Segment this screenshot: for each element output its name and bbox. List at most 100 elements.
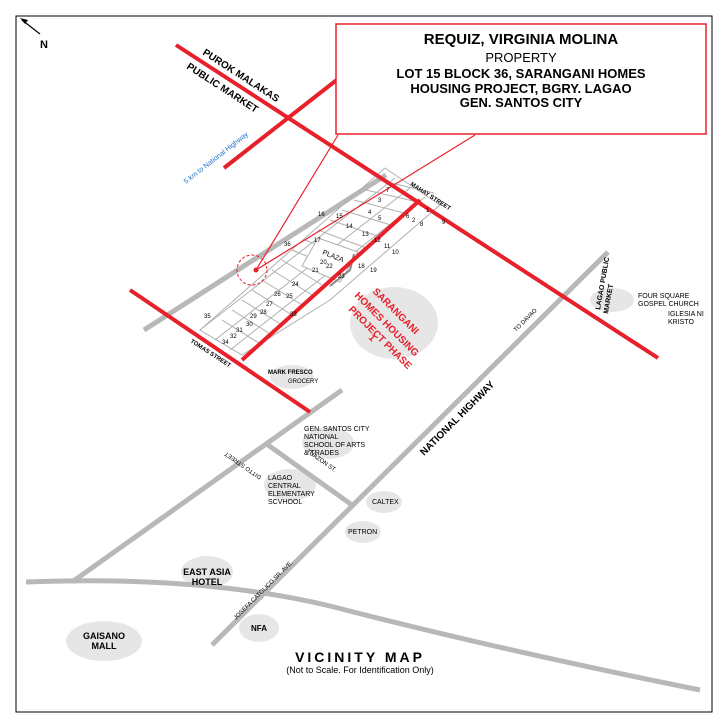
lot-number-2: 2 bbox=[412, 218, 416, 224]
elem-label-2: CENTRAL bbox=[268, 483, 301, 490]
tuazon-street-road bbox=[266, 442, 354, 508]
lot-number-1: 1 bbox=[426, 208, 430, 214]
lot-number-22: 22 bbox=[326, 264, 333, 270]
lot-number-16: 16 bbox=[318, 212, 325, 218]
lot-address-line1: LOT 15 BLOCK 36, SARANGANI HOMES bbox=[396, 66, 646, 81]
national-highway-label: NATIONAL HIGHWAY bbox=[418, 379, 497, 458]
elem-label-1: LAGAO bbox=[268, 475, 293, 482]
north-label: N bbox=[40, 39, 48, 51]
lot-number-7: 7 bbox=[386, 188, 390, 194]
lower-road bbox=[25, 578, 701, 693]
four-square-label-1: FOUR SQUARE bbox=[638, 293, 690, 300]
east-asia-blob bbox=[181, 556, 233, 588]
church-blob bbox=[590, 288, 634, 312]
lot-number-10: 10 bbox=[392, 250, 399, 256]
school-label-1: GEN. SANTOS CITY bbox=[304, 426, 370, 433]
national-highway-road bbox=[210, 250, 610, 647]
caltex-blob bbox=[366, 491, 402, 513]
lot-number-17: 17 bbox=[314, 238, 321, 244]
gray-roads bbox=[25, 172, 701, 693]
arts-school-blob bbox=[302, 427, 354, 459]
lot-number-6: 6 bbox=[406, 214, 410, 220]
grocery-blob bbox=[270, 365, 314, 389]
lot-number-35: 35 bbox=[204, 314, 211, 320]
map-border bbox=[15, 15, 713, 713]
footer-note: (Not to Scale. For Identification Only) bbox=[286, 665, 434, 675]
property-dot bbox=[253, 267, 259, 273]
lot-number-19: 19 bbox=[370, 268, 377, 274]
school-label-2: NATIONAL bbox=[304, 434, 339, 441]
gaisano-label-2: MALL bbox=[92, 641, 117, 651]
gaisano-label-1: GAISANO bbox=[83, 631, 125, 641]
property-marker bbox=[236, 254, 268, 286]
lot-number-14: 14 bbox=[346, 224, 353, 230]
lot-number-9: 9 bbox=[442, 220, 446, 226]
lot-number-31: 31 bbox=[236, 328, 243, 334]
lot-number-21: 21 bbox=[312, 268, 319, 274]
lot-number-30: 30 bbox=[246, 322, 253, 328]
gaisano-blob bbox=[66, 621, 142, 661]
ditto-street-road bbox=[70, 387, 344, 585]
lot-number-24: 24 bbox=[292, 282, 299, 288]
callout-line-1 bbox=[255, 134, 339, 271]
lot-address-line3: GEN. SANTOS CITY bbox=[460, 95, 583, 110]
lot-number-12: 12 bbox=[374, 238, 381, 244]
school-blob bbox=[264, 469, 316, 501]
lot-number-27: 27 bbox=[266, 302, 273, 308]
lot-number-4: 4 bbox=[368, 210, 372, 216]
lot-number-32: 32 bbox=[230, 334, 237, 340]
lot-number-3: 3 bbox=[378, 198, 382, 204]
to-davao-label: TO DAVAO bbox=[513, 308, 539, 334]
iglesia-label-2: KRISTO bbox=[668, 319, 694, 326]
lot-number-8: 8 bbox=[420, 222, 424, 228]
nfa-label: NFA bbox=[251, 624, 267, 633]
subdivision-outer-road bbox=[142, 172, 388, 333]
iglesia-label-1: IGLESIA NI bbox=[668, 311, 704, 318]
elem-label-3: ELEMENTARY bbox=[268, 491, 315, 498]
grocery-label-2: GROCERY bbox=[288, 379, 318, 385]
lot-number-13: 13 bbox=[362, 232, 369, 238]
lot-number-34: 34 bbox=[222, 340, 229, 346]
lot-number-25: 25 bbox=[286, 294, 293, 300]
lot-number-26: 26 bbox=[274, 292, 281, 298]
four-square-label-2: GOSPEL CHURCH bbox=[638, 301, 699, 308]
owner-name: REQUIZ, VIRGINIA MOLINA bbox=[424, 31, 619, 48]
east-asia-label-1: EAST ASIA bbox=[183, 567, 231, 577]
grocery-label-1: MARK FRESCO bbox=[268, 370, 313, 376]
nfa-blob bbox=[239, 614, 279, 642]
petron-blob bbox=[345, 521, 381, 543]
lot-number-15: 15 bbox=[336, 214, 343, 220]
lot-number-20: 20 bbox=[320, 260, 327, 266]
project-area-blob bbox=[350, 287, 438, 359]
mahay-street-label: MAHAY STREET bbox=[409, 182, 452, 213]
tomas-street-road bbox=[128, 288, 312, 414]
to-highway-note: 5 km to National Highway bbox=[183, 131, 250, 186]
lot-number-11: 11 bbox=[384, 244, 391, 250]
purok-market-road bbox=[222, 66, 354, 170]
property-label: PROPERTY bbox=[485, 50, 557, 65]
lot-number-5: 5 bbox=[378, 216, 382, 222]
lot-number-36: 36 bbox=[284, 242, 291, 248]
subdivision-red-road bbox=[240, 198, 422, 362]
lot-number-28: 28 bbox=[260, 310, 267, 316]
school-label-4: & TRADES bbox=[304, 450, 339, 457]
petron-label: PETRON bbox=[348, 529, 377, 536]
east-asia-label-2: HOTEL bbox=[192, 577, 223, 587]
north-arrow-icon bbox=[20, 18, 41, 35]
footer-title: VICINITY MAP bbox=[295, 649, 425, 665]
caltex-label: CALTEX bbox=[372, 499, 399, 506]
ditto-street-label: DITTO STREET bbox=[224, 450, 263, 480]
lot-number-18: 18 bbox=[358, 264, 365, 270]
lot-address-line2: HOUSING PROJECT, BGRY. LAGAO bbox=[410, 81, 631, 96]
callout-line-2 bbox=[255, 134, 476, 271]
elem-label-4: SCVHOOL bbox=[268, 499, 302, 506]
lot-number-23: 23 bbox=[338, 274, 345, 280]
lot-number-29: 29 bbox=[250, 314, 257, 320]
red-roads bbox=[128, 43, 660, 414]
lot-number-33: 33 bbox=[290, 312, 297, 318]
school-label-3: SCHOOL OF ARTS bbox=[304, 442, 365, 449]
title-box bbox=[335, 23, 707, 135]
plaza-area bbox=[301, 237, 359, 283]
